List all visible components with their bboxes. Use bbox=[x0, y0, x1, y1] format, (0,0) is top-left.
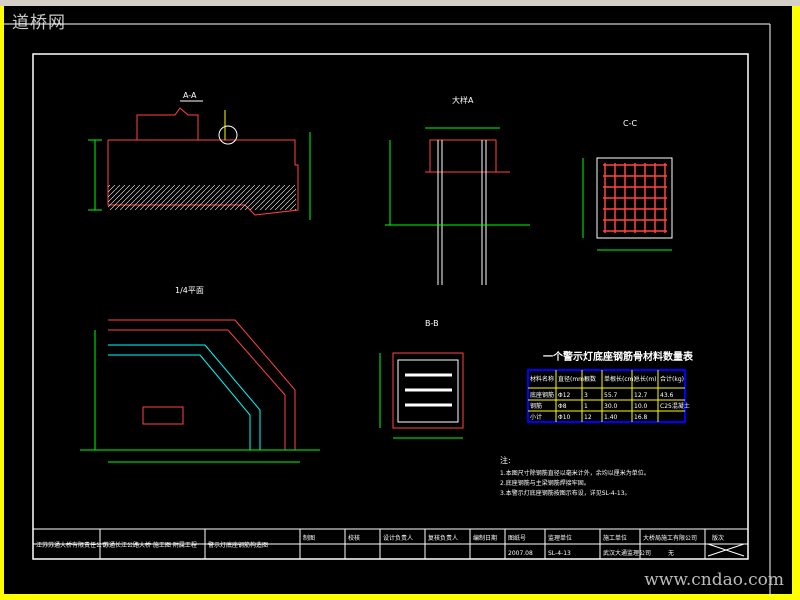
table-header: 直径(mm) bbox=[558, 375, 586, 383]
title-block-label: 设计负责人 bbox=[383, 534, 413, 542]
table-cell: 30.0 bbox=[604, 403, 618, 410]
material-table: 一个警示灯底座钢筋骨材料数量表 材料名称直径(mm)根数单根长(cm)总长(m)… bbox=[527, 350, 694, 423]
table-header: 材料名称 bbox=[530, 375, 554, 383]
table-header: 总长(m) bbox=[634, 375, 657, 383]
stamp-value: 无 bbox=[668, 550, 674, 557]
supervisor-name: 武汉大通监理公司 bbox=[603, 549, 651, 557]
table-cell: 12 bbox=[584, 414, 592, 421]
view-label-quarter-plan: 1/4平面 bbox=[175, 286, 204, 295]
note-item: 1.本图尺寸除钢筋直径以毫米计外，余均以厘米为单位。 bbox=[500, 469, 650, 477]
view-label-cc: C-C bbox=[623, 119, 637, 128]
note-item: 2.底座钢筋与主梁钢筋焊接牢固。 bbox=[500, 479, 590, 487]
table-cell: Φ10 bbox=[558, 414, 571, 421]
watermark-url: www.cndao.com bbox=[644, 570, 784, 590]
watermark-logo: 道桥网 bbox=[12, 13, 66, 33]
section-bb: B-B bbox=[379, 319, 464, 439]
table-cell: 10.0 bbox=[634, 403, 648, 410]
table-cell: C25混凝土 bbox=[660, 402, 690, 410]
table-cell: 3 bbox=[584, 392, 588, 399]
table-cell: 小计 bbox=[530, 413, 542, 421]
table-cell: Φ12 bbox=[558, 392, 571, 399]
table-cell: 16.8 bbox=[634, 414, 648, 421]
title-block-label: 复核负责人 bbox=[428, 534, 458, 542]
view-label-aa: A-A bbox=[183, 91, 197, 100]
table-title: 一个警示灯底座钢筋骨材料数量表 bbox=[543, 350, 694, 363]
detail-a: 大样A bbox=[385, 95, 530, 285]
title-block-label: 施工单位 bbox=[603, 534, 627, 542]
table-cell: 底座钢筋 bbox=[530, 391, 554, 399]
cad-drawing-canvas[interactable] bbox=[4, 6, 792, 594]
project-name: 苏通长江公路大桥 施工图 附属工程 bbox=[103, 541, 197, 549]
sheet-label: 版次 bbox=[712, 534, 724, 542]
company-name: 江苏苏通大桥有限责任公司 bbox=[36, 541, 108, 549]
view-label-detail-a: 大样A bbox=[452, 95, 474, 105]
toolbar-strip bbox=[0, 0, 800, 6]
table-cell: 43.6 bbox=[660, 392, 674, 399]
contractor-name: 大桥局施工有限公司 bbox=[643, 534, 697, 542]
section-cc: C-C bbox=[582, 119, 673, 251]
table-cell: Φ8 bbox=[558, 403, 567, 410]
drawing-title: 警示灯底座钢筋构造图 bbox=[208, 541, 268, 549]
note-item: 3.本警示灯底座钢筋按图示布设，详见SL-4-13。 bbox=[500, 489, 631, 497]
section-aa: A-A bbox=[88, 91, 311, 220]
notes: 注: 1.本图尺寸除钢筋直径以毫米计外，余均以厘米为单位。 2.底座钢筋与主梁钢… bbox=[500, 455, 650, 497]
title-block-label: 校核 bbox=[348, 534, 360, 542]
quarter-plan: 1/4平面 bbox=[80, 286, 320, 463]
view-label-bb: B-B bbox=[425, 319, 439, 328]
drawing-date: 2007.08 bbox=[508, 550, 533, 557]
table-cell: 55.7 bbox=[604, 392, 618, 399]
table-cell: 1.40 bbox=[604, 414, 618, 421]
drawing-number: SL-4-13 bbox=[548, 550, 571, 557]
title-block-label: 编制日期 bbox=[473, 534, 497, 542]
table-header: 根数 bbox=[584, 375, 596, 383]
table-header: 合计(kg) bbox=[660, 375, 684, 383]
sheet-border bbox=[32, 53, 749, 560]
table-cell: 12.7 bbox=[634, 392, 648, 399]
table-header: 单根长(cm) bbox=[604, 375, 636, 383]
title-block-label: 监理单位 bbox=[548, 534, 572, 542]
title-block-label: 制图 bbox=[303, 534, 315, 542]
notes-heading: 注: bbox=[500, 455, 511, 465]
title-block-label: 图纸号 bbox=[508, 534, 526, 542]
table-cell: 1 bbox=[584, 403, 588, 410]
table-cell: 钢筋 bbox=[530, 402, 542, 410]
